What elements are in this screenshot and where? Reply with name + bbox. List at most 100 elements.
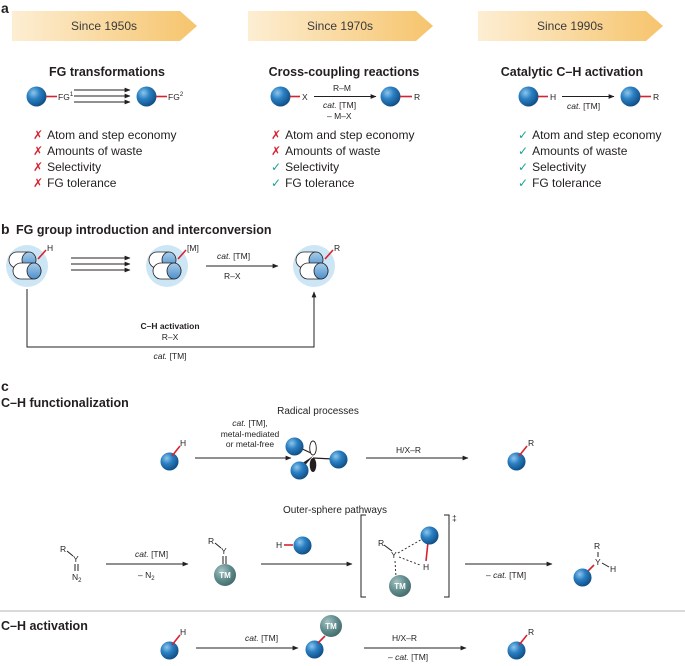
insertion-product: R Y H (573, 541, 616, 587)
multistep-arrows (74, 87, 131, 105)
criterion-item: ✗Selectivity (33, 160, 101, 174)
era-arrow-1990s: Since 1990s (478, 11, 663, 41)
substrate-ball (270, 86, 291, 107)
substrate-ball (26, 86, 47, 107)
tm-badge: TM (394, 582, 406, 591)
panel-label-c: c (1, 378, 9, 394)
criteria-list: ✓Atom and step economy ✓Amounts of waste… (518, 128, 661, 190)
column-title: FG transformations (49, 65, 165, 79)
condition-line: metal-mediated (221, 429, 280, 439)
section-b-title: FG group introduction and interconversio… (16, 223, 272, 237)
y-label: Y (595, 557, 601, 567)
metal-label: [M] (187, 243, 199, 253)
criteria-list: ✗Atom and step economy ✗Amounts of waste… (33, 128, 176, 190)
capsule-intermediate-m: [M] (146, 243, 199, 287)
criterion-item: ✓FG tolerance (271, 176, 355, 190)
dagger-label: ‡ (452, 513, 457, 523)
product-ball (620, 86, 641, 107)
n2-label: N2 (72, 572, 82, 584)
r-label: R (378, 538, 384, 548)
criterion-item: ✗Atom and step economy (271, 128, 414, 142)
reagent-label: R–M (333, 83, 351, 93)
outer-sphere-pathways: Outer-sphere pathways R Y N2 cat. [TM] –… (60, 505, 616, 598)
substrate-ball (293, 536, 312, 555)
pathway-heading: Outer-sphere pathways (283, 505, 387, 516)
criterion-item: ✗FG tolerance (33, 176, 117, 190)
direct-ch-activation-path: C–H activation R–X cat. [TM] (26, 289, 317, 361)
r-label: R (528, 627, 534, 637)
byproduct-label: – N2 (138, 570, 155, 582)
product-ball (136, 86, 157, 107)
r-label: R (208, 536, 214, 546)
capsule-substrate-h: H (6, 243, 53, 287)
y-label: Y (391, 550, 397, 560)
radical-processes: Radical processes H cat. [TM], metal-med… (160, 406, 534, 480)
criterion-item: ✓Atom and step economy (518, 128, 661, 142)
criterion-item: ✗Amounts of waste (271, 144, 381, 158)
section-c-title: C–H functionalization (1, 396, 129, 410)
scheme-title: C–H activation (1, 619, 88, 633)
byproduct-label: – cat. [TM] (486, 570, 526, 580)
criterion-item: ✗Atom and step economy (33, 128, 176, 142)
column-title: Cross-coupling reactions (269, 65, 420, 79)
condition-line: or metal-free (226, 439, 274, 449)
path-reagent: R–X (162, 332, 179, 342)
era-label: Since 1970s (307, 19, 373, 33)
condition-line: cat. [TM], (232, 418, 267, 428)
metal-carbene: R Y TM (208, 536, 236, 586)
criterion-item: ✓FG tolerance (518, 176, 602, 190)
substrate-ball (518, 86, 539, 107)
era-arrow-1950s: Since 1950s (12, 11, 197, 41)
path-catalyst: cat. [TM] (153, 351, 186, 361)
byproduct-label: – M–X (327, 111, 352, 121)
panel-label-a: a (1, 0, 9, 16)
column-fg-transformations: FG transformations FG1 FG2 ✗Atom and ste… (26, 65, 184, 190)
r-label: R (60, 544, 66, 554)
tm-badge: TM (325, 622, 337, 631)
reagent-label: R–X (224, 271, 241, 281)
reagent-label: H/X–R (396, 445, 421, 455)
criterion-item: ✗Amounts of waste (33, 144, 143, 158)
reagent-label: H/X–R (392, 633, 417, 643)
ch-activation-scheme: C–H activation H cat. [TM] TM H/X–R – ca… (1, 615, 534, 662)
r-label: R (594, 541, 600, 551)
catalyst-label: cat. [TM] (217, 251, 250, 261)
h-label: H (47, 243, 53, 253)
capsule-product-r: R (293, 243, 340, 287)
path-title: C–H activation (140, 321, 199, 331)
y-label: Y (73, 554, 79, 564)
diazo-reagent: R Y N2 (60, 544, 82, 584)
r-label: R (528, 438, 534, 448)
byproduct-label: – cat. [TM] (388, 652, 428, 662)
leaving-group-label: X (302, 92, 308, 102)
criteria-list: ✗Atom and step economy ✗Amounts of waste… (271, 128, 414, 190)
fg2-label: FG2 (168, 92, 184, 102)
r-label: R (334, 243, 340, 253)
criterion-item: ✓Selectivity (518, 160, 586, 174)
column-title: Catalytic C–H activation (501, 65, 643, 79)
metallacycle-intermediate: TM (305, 615, 342, 659)
criterion-item: ✓Selectivity (271, 160, 339, 174)
product-ball (507, 452, 526, 471)
pathway-heading: Radical processes (277, 406, 359, 417)
panel-label-b: b (1, 221, 10, 237)
fg1-label: FG1 (58, 92, 74, 102)
product-ball (507, 641, 526, 660)
radical-intermediate (285, 437, 348, 480)
transition-state: ‡ R Y H TM (360, 513, 457, 598)
h-label: H (276, 540, 282, 550)
catalyst-label: cat. [TM] (323, 100, 356, 110)
h-label: H (423, 562, 429, 572)
era-label: Since 1950s (71, 19, 137, 33)
y-label: Y (221, 546, 227, 556)
product-ball (380, 86, 401, 107)
r-label: R (653, 92, 659, 102)
h-label: H (180, 438, 186, 448)
era-arrow-1970s: Since 1970s (248, 11, 433, 41)
h-label: H (610, 564, 616, 574)
catalyst-label: cat. [TM] (567, 101, 600, 111)
multistep-arrows (71, 255, 131, 273)
r-label: R (414, 92, 420, 102)
substrate-ball (160, 452, 179, 471)
